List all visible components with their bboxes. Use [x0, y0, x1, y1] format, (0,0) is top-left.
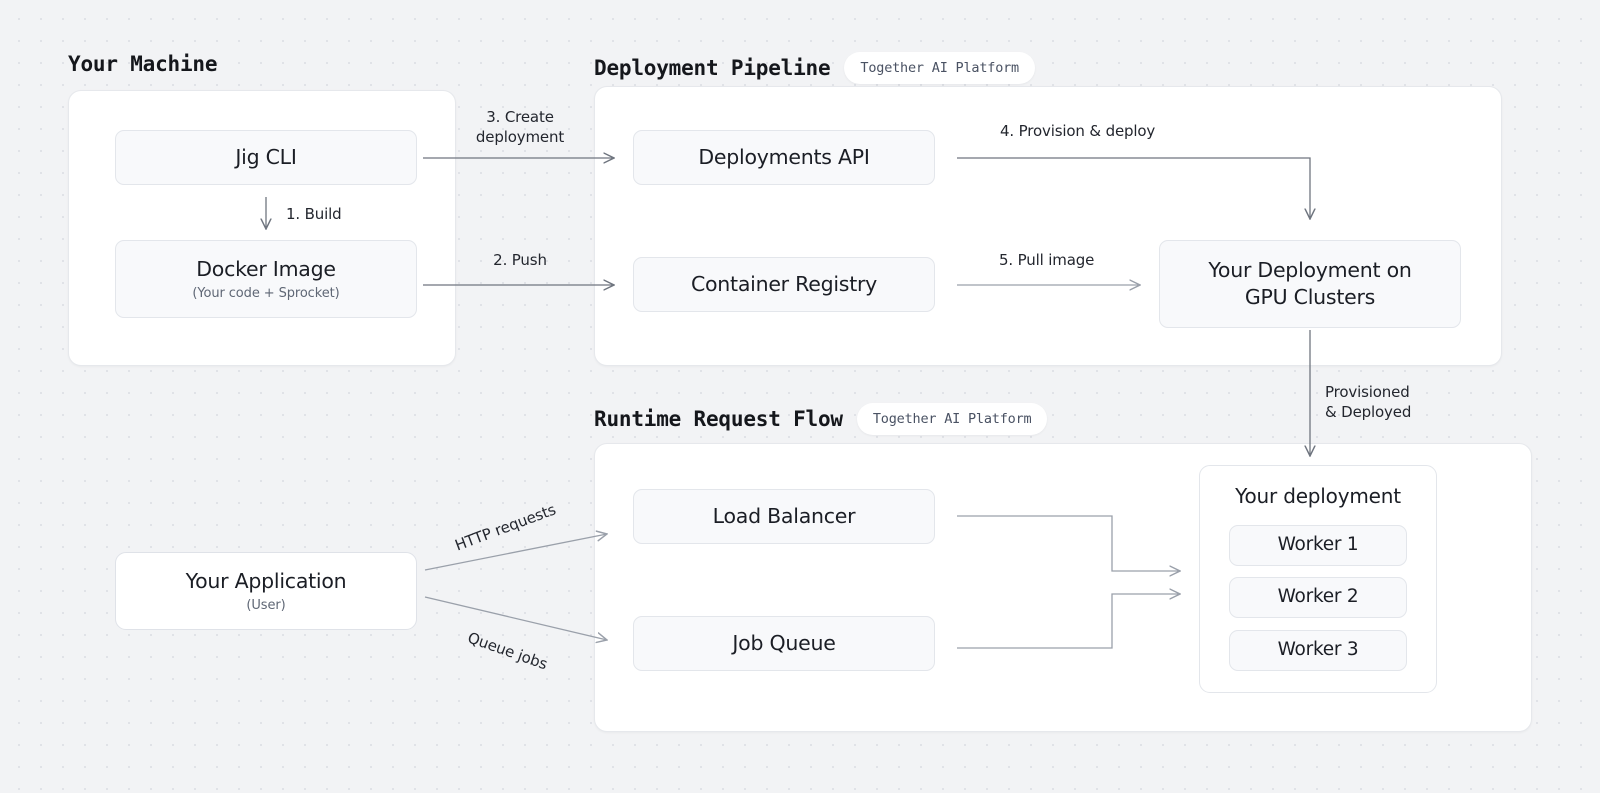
platform-badge: Together AI Platform	[856, 403, 1048, 435]
node-label-line2: GPU Clusters	[1244, 285, 1376, 309]
node-label: Load Balancer	[712, 504, 856, 528]
edge-label-line2: deployment	[475, 127, 565, 146]
node-label: Worker 3	[1277, 639, 1359, 661]
node-label: Docker Image	[196, 257, 336, 281]
edge-label-provisioned-deployed: Provisioned & Deployed	[1325, 383, 1411, 423]
section-title: Deployment Pipeline	[594, 56, 831, 80]
edge-queue-jobs	[424, 596, 607, 640]
node-worker-2[interactable]: Worker 2	[1229, 577, 1407, 618]
node-label: Jig CLI	[235, 145, 297, 169]
node-job-queue[interactable]: Job Queue	[633, 616, 935, 671]
node-your-application[interactable]: Your Application (User)	[115, 552, 417, 630]
node-worker-1[interactable]: Worker 1	[1229, 525, 1407, 566]
edge-label-queue-jobs: Queue jobs	[465, 628, 550, 674]
edge-label-provision-deploy: 4. Provision & deploy	[1000, 122, 1156, 140]
edge-label-line1: 3. Create	[486, 108, 554, 126]
node-label: Deployments API	[698, 145, 870, 169]
node-label: Worker 1	[1277, 534, 1359, 556]
node-container-registry[interactable]: Container Registry	[633, 257, 935, 312]
node-label: Worker 2	[1277, 586, 1359, 608]
node-deployments-api[interactable]: Deployments API	[633, 130, 935, 185]
section-title: Your Machine	[68, 52, 218, 76]
edge-label-http-requests: HTTP requests	[452, 500, 559, 555]
node-sublabel: (User)	[246, 598, 286, 613]
edge-label-pull-image: 5. Pull image	[999, 251, 1095, 269]
group-title: Your deployment	[1235, 484, 1401, 508]
platform-badge: Together AI Platform	[844, 52, 1035, 84]
section-title: Runtime Request Flow	[594, 407, 843, 431]
node-docker-image[interactable]: Docker Image (Your code + Sprocket)	[115, 240, 417, 318]
node-sublabel: (Your code + Sprocket)	[192, 286, 340, 301]
section-header-your-machine: Your Machine	[68, 52, 218, 76]
edge-label-build: 1. Build	[286, 205, 342, 223]
node-label-line1: Your Deployment on	[1208, 258, 1412, 283]
edge-label-line1: Provisioned	[1325, 383, 1410, 401]
node-label: Container Registry	[690, 272, 878, 296]
edge-label-create-deployment: 3. Create deployment	[445, 108, 595, 148]
section-header-deployment-pipeline: Deployment Pipeline Together AI Platform	[594, 52, 1035, 84]
node-label: Your Application	[185, 569, 347, 593]
edge-label-line2: & Deployed	[1325, 402, 1412, 421]
edge-label-push: 2. Push	[493, 251, 547, 269]
node-label: Job Queue	[732, 631, 836, 655]
node-load-balancer[interactable]: Load Balancer	[633, 489, 935, 544]
section-header-runtime-request-flow: Runtime Request Flow Together AI Platfor…	[594, 403, 1048, 435]
node-jig-cli[interactable]: Jig CLI	[115, 130, 417, 185]
node-gpu-deployment[interactable]: Your Deployment on GPU Clusters	[1159, 240, 1461, 328]
node-worker-3[interactable]: Worker 3	[1229, 630, 1407, 671]
